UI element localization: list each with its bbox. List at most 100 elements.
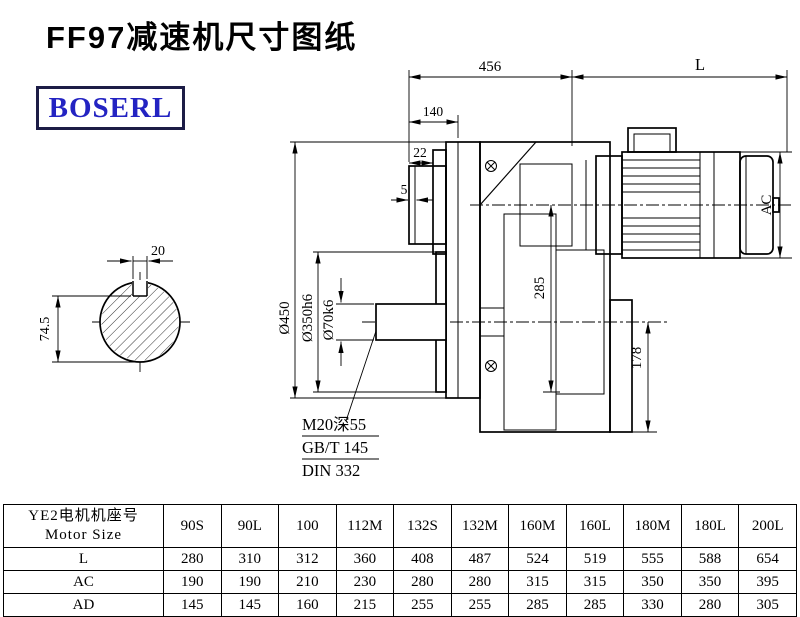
input-cover xyxy=(408,165,447,245)
column-header-132S: 132S xyxy=(393,504,452,548)
cell-AC-132S: 280 xyxy=(393,570,452,594)
cell-AD-160M: 285 xyxy=(508,593,567,617)
column-header-90L: 90L xyxy=(220,504,280,548)
cell-AC-90S: 190 xyxy=(163,570,222,594)
column-header-160M: 160M xyxy=(508,504,567,548)
motor-cooling-fins xyxy=(622,152,715,258)
output-bearing xyxy=(479,307,505,337)
cell-L-132S: 408 xyxy=(393,547,452,571)
brand-logo-text: BOSERL xyxy=(48,91,173,124)
column-header-112M: 112M xyxy=(335,504,395,548)
row-label-AD: AD xyxy=(3,593,164,617)
housing-lower-extension xyxy=(609,299,633,433)
column-header-180M: 180M xyxy=(623,504,682,548)
cell-L-200L: 654 xyxy=(738,547,797,571)
dim-5-label: 5 xyxy=(401,182,408,197)
cell-L-112M: 360 xyxy=(335,547,395,571)
centerlines xyxy=(92,204,792,372)
cell-L-90L: 310 xyxy=(220,547,280,571)
dim-285-label: 285 xyxy=(532,277,548,300)
output-shaft xyxy=(375,303,447,341)
dimension-labels: 456 L 140 22 5 20 74.5 Ø450 Ø350h6 Ø70k6… xyxy=(38,55,775,369)
terminal-box xyxy=(627,127,677,153)
cell-AC-112M: 230 xyxy=(335,570,395,594)
cell-AD-90L: 145 xyxy=(220,593,280,617)
dim-spigot-dia-label: Ø350h6 xyxy=(300,293,316,342)
note-gbt-standard: GB/T 145 xyxy=(302,438,368,457)
dim-L-label: L xyxy=(695,55,705,74)
column-header-100: 100 xyxy=(278,504,337,548)
cell-L-160M: 524 xyxy=(508,547,567,571)
dim-22-label: 22 xyxy=(413,145,427,160)
cell-AD-160L: 285 xyxy=(565,593,625,617)
table-header-row: YE2电机机座号 Motor Size 90S 90L 100 112M 132… xyxy=(3,504,797,548)
cell-AD-112M: 215 xyxy=(335,593,395,617)
brand-logo: BOSERL xyxy=(36,86,185,130)
table-row-AC: AC 190 190 210 230 280 280 315 315 350 3… xyxy=(3,570,797,594)
dimension-lines xyxy=(52,70,792,460)
dim-74-5-label: 74.5 xyxy=(38,317,53,342)
flange-bolt-bottom xyxy=(485,360,497,372)
note-leader-line xyxy=(345,330,377,422)
dim-AC-label: AC xyxy=(759,195,775,216)
dim-flange-dia-label: Ø450 xyxy=(277,301,293,334)
motor-size-header-cell: YE2电机机座号 Motor Size xyxy=(3,504,164,548)
cell-AC-132M: 280 xyxy=(450,570,510,594)
cell-L-180L: 588 xyxy=(680,547,740,571)
cell-AC-90L: 190 xyxy=(220,570,280,594)
page-title: FF97减速机尺寸图纸 xyxy=(46,20,358,55)
cell-AD-180M: 330 xyxy=(623,593,682,617)
column-header-180L: 180L xyxy=(680,504,740,548)
dim-20-label: 20 xyxy=(151,244,165,259)
reducer-dimension-drawing: 456 L 140 22 5 20 74.5 Ø450 Ø350h6 Ø70k6… xyxy=(38,55,792,480)
gearbox-outline xyxy=(375,141,633,433)
cell-AD-180L: 280 xyxy=(680,593,740,617)
dim-140-label: 140 xyxy=(423,104,444,119)
cell-AC-100: 210 xyxy=(278,570,337,594)
cell-AD-100: 160 xyxy=(278,593,337,617)
motor-size-header-en: Motor Size xyxy=(44,527,123,543)
cell-L-180M: 555 xyxy=(623,547,682,571)
flange-bolt-top xyxy=(485,160,497,172)
note-underlines xyxy=(302,435,379,460)
cell-AC-200L: 395 xyxy=(738,570,797,594)
cell-L-132M: 487 xyxy=(450,547,510,571)
input-gear xyxy=(519,163,573,247)
column-header-200L: 200L xyxy=(738,504,797,548)
cell-AD-132M: 255 xyxy=(450,593,510,617)
housing-top-slope xyxy=(479,141,537,206)
cell-L-100: 312 xyxy=(278,547,337,571)
thread-notes: M20深55 GB/T 145 DIN 332 xyxy=(302,415,368,480)
cell-L-90S: 280 xyxy=(163,547,222,571)
keyway-notch xyxy=(132,280,148,297)
cell-AC-160M: 315 xyxy=(508,570,567,594)
column-header-90S: 90S xyxy=(163,504,222,548)
mounting-flange xyxy=(445,141,481,399)
shaft-cross-section xyxy=(99,280,181,363)
section-hatching xyxy=(101,283,179,361)
keyway-outline xyxy=(132,281,148,297)
note-tapped-hole: M20深55 xyxy=(302,415,366,434)
cell-AC-160L: 315 xyxy=(565,570,625,594)
row-label-AC: AC xyxy=(3,570,164,594)
cell-AD-90S: 145 xyxy=(163,593,222,617)
column-header-132M: 132M xyxy=(450,504,510,548)
table-row-AD: AD 145 145 160 215 255 255 285 285 330 2… xyxy=(3,593,797,617)
table-row-L: L 280 310 312 360 408 487 524 519 555 58… xyxy=(3,547,797,571)
intermediate-gear xyxy=(555,249,605,395)
note-din-standard: DIN 332 xyxy=(302,461,360,480)
dim-178-label: 178 xyxy=(629,347,645,370)
housing-body xyxy=(479,141,611,433)
dim-456-label: 456 xyxy=(479,59,502,75)
cell-AD-132S: 255 xyxy=(393,593,452,617)
cell-AC-180M: 350 xyxy=(623,570,682,594)
column-header-160L: 160L xyxy=(565,504,625,548)
motor-size-table: YE2电机机座号 Motor Size 90S 90L 100 112M 132… xyxy=(3,504,797,617)
terminal-box-lid xyxy=(633,133,671,153)
cell-AC-180L: 350 xyxy=(680,570,740,594)
motor-size-header-cn: YE2电机机座号 xyxy=(28,508,139,524)
cell-L-160L: 519 xyxy=(565,547,625,571)
dim-shaft-dia-label: Ø70k6 xyxy=(321,299,337,340)
motor-outline xyxy=(585,127,780,259)
